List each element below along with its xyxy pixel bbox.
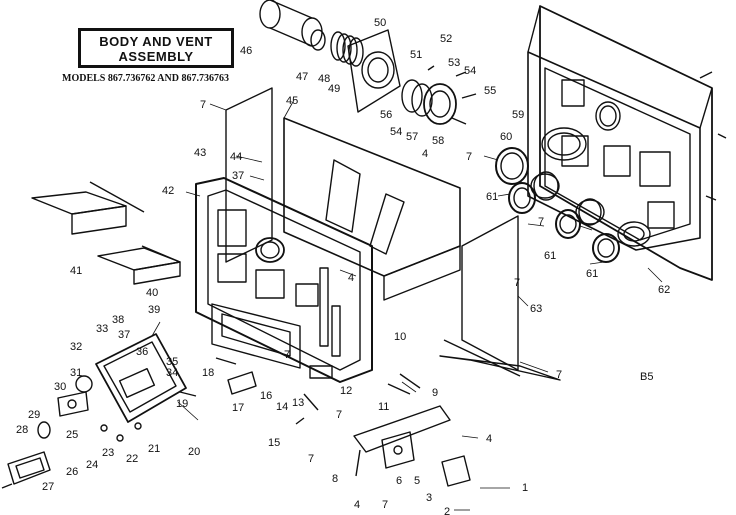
callout-7: 7 [556,369,562,381]
callout-4: 4 [348,272,354,284]
callout-14: 14 [276,401,288,413]
callout-7: 7 [336,409,342,421]
callout-7: 7 [514,277,520,289]
callout-52: 52 [440,33,452,45]
callout-23: 23 [102,447,114,459]
callout-61: 61 [586,268,598,280]
front-body-42 [195,177,373,383]
title-line-2: ASSEMBLY [118,49,194,64]
lower-hardware-1-18 [215,357,471,487]
callout-25: 25 [66,429,78,441]
title-line-1: BODY AND VENT [99,34,213,49]
callout-7: 7 [200,99,206,111]
callout-35: 35 [166,356,178,368]
callout-7: 7 [284,349,290,361]
callout-26: 26 [66,466,78,478]
callout-4: 4 [354,499,360,511]
callout-33: 33 [96,323,108,335]
diagram-title-box: BODY AND VENT ASSEMBLY [78,28,234,68]
callout-20: 20 [188,446,200,458]
callout-38: 38 [112,314,124,326]
callout-49: 49 [328,83,340,95]
callout-19: 19 [176,398,188,410]
callout-58: 58 [432,135,444,147]
callout-13: 13 [292,397,304,409]
callout-54: 54 [390,126,402,138]
callout-59: 59 [512,109,524,121]
callout-leader-lines [151,99,663,511]
callout-15: 15 [268,437,280,449]
callout-28: 28 [16,424,28,436]
callout-40: 40 [146,287,158,299]
callout-51: 51 [410,49,422,61]
callout-24: 24 [86,459,98,471]
models-caption: MODELS 867.736762 AND 867.736763 [62,73,229,84]
callout-4: 4 [422,148,428,160]
callout-7: 7 [308,453,314,465]
callout-39: 39 [148,304,160,316]
callout-22: 22 [126,453,138,465]
callout-44: 44 [230,151,242,163]
callout-2: 2 [444,506,450,515]
callout-10: 10 [394,331,406,343]
callout-54: 54 [464,65,476,77]
callout-5: 5 [414,475,420,487]
callout-8: 8 [332,473,338,485]
vent-tube-assembly-46-58 [259,0,477,125]
callout-16: 16 [260,390,272,402]
callout-29: 29 [28,409,40,421]
control-plate-assembly [1,333,197,489]
callout-63: 63 [530,303,542,315]
callout-62: 62 [658,284,670,296]
page-code: B5 [640,371,654,383]
callout-18: 18 [202,367,214,379]
callout-43: 43 [194,147,206,159]
callout-4: 4 [486,433,492,445]
callout-37: 37 [232,170,244,182]
callout-46: 46 [240,45,252,57]
callout-31: 31 [70,367,82,379]
callout-32: 32 [70,341,82,353]
callout-36: 36 [136,346,148,358]
callout-41: 41 [70,265,82,277]
heat-shield-45 [283,117,461,301]
callout-21: 21 [148,443,160,455]
callout-55: 55 [484,85,496,97]
insulation-sheet-63 [439,215,561,381]
callout-42: 42 [162,185,174,197]
callout-1: 1 [522,482,528,494]
callout-27: 27 [42,481,54,493]
callout-9: 9 [432,387,438,399]
callout-7: 7 [466,151,472,163]
callout-3: 3 [426,492,432,504]
callout-47: 47 [296,71,308,83]
callout-17: 17 [232,402,244,414]
vent-rings-59-61 [495,147,620,263]
callout-60: 60 [500,131,512,143]
callout-11: 11 [378,401,389,413]
callout-30: 30 [54,381,66,393]
callout-34: 34 [166,367,178,379]
shelves-40-41 [31,181,181,285]
callout-61: 61 [544,250,556,262]
side-sheet-43 [225,87,273,263]
back-panel-62 [527,5,727,281]
callout-48: 48 [318,73,330,85]
callout-7: 7 [382,499,388,511]
callout-53: 53 [448,57,460,69]
callout-50: 50 [374,17,386,29]
callout-7: 7 [538,216,544,228]
callout-37: 37 [118,329,130,341]
callout-61: 61 [486,191,498,203]
callout-6: 6 [396,475,402,487]
callout-12: 12 [340,385,352,397]
callout-45: 45 [286,95,298,107]
callout-56: 56 [380,109,392,121]
callout-57: 57 [406,131,418,143]
